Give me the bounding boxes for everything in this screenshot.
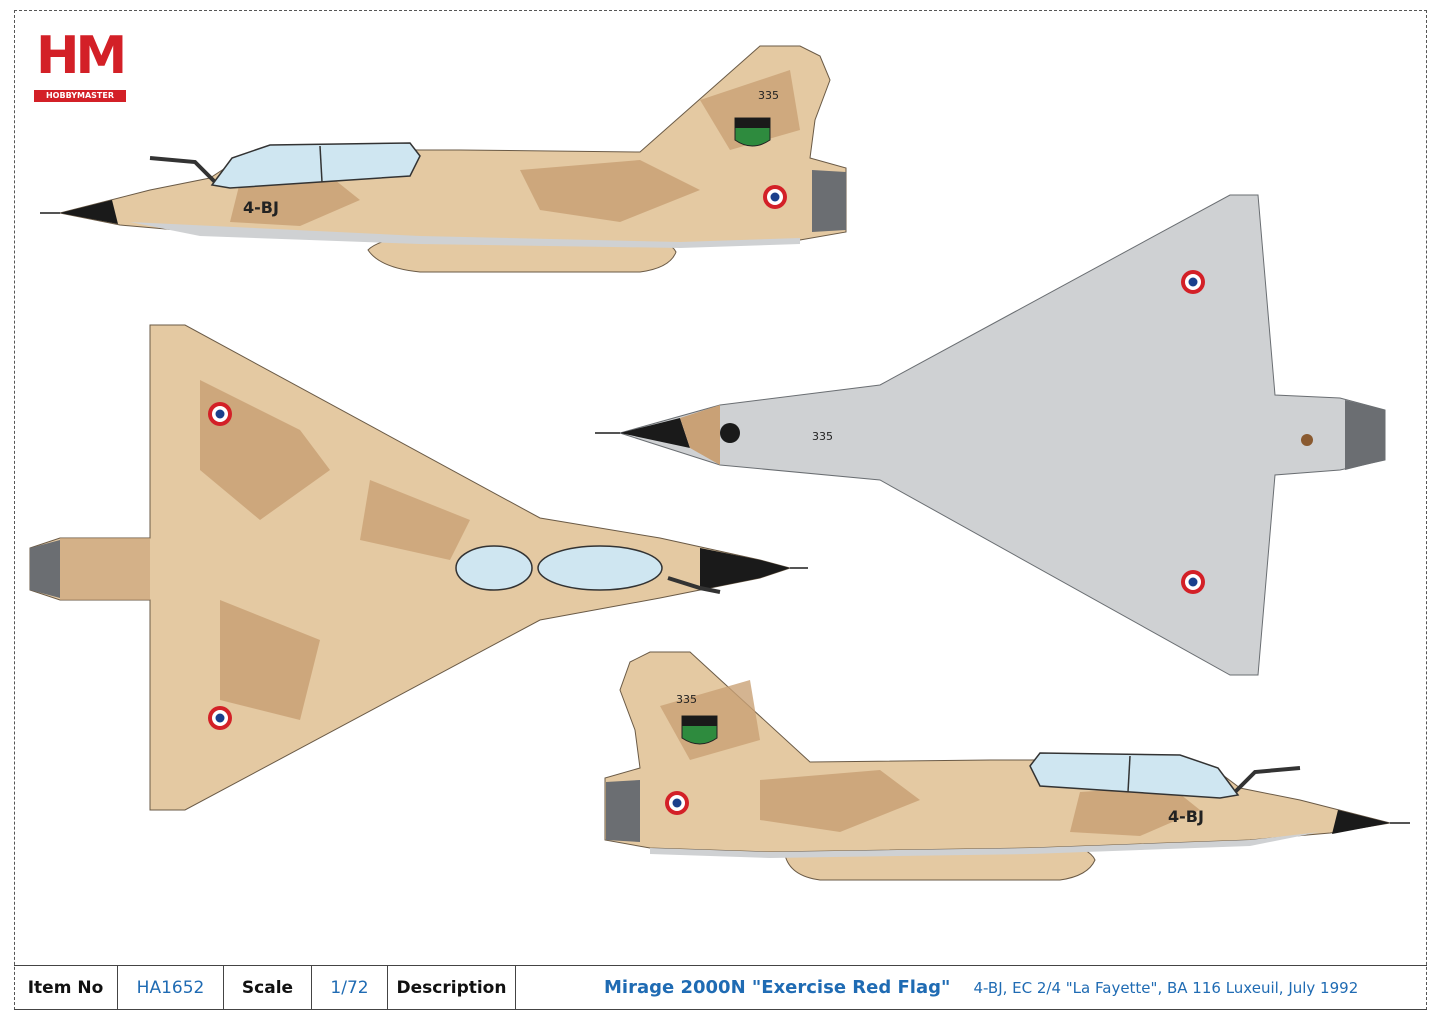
- scale-value: 1/72: [312, 966, 388, 1010]
- scale-label: Scale: [224, 966, 312, 1010]
- underside-view: [595, 194, 1386, 676]
- logo-name: HOBBYMASTER: [34, 90, 126, 102]
- description-title: Mirage 2000N "Exercise Red Flag": [604, 977, 951, 998]
- underside-number: 335: [812, 430, 833, 443]
- right-profile-tail-number: 335: [676, 693, 697, 706]
- item-no-value: HA1652: [118, 966, 224, 1010]
- left-profile-code: 4-BJ: [243, 198, 279, 217]
- logo-letters: HM: [36, 26, 127, 86]
- hobbymaster-logo: HM HOBBYMASTER: [30, 24, 130, 104]
- description-subtitle: 4-BJ, EC 2/4 "La Fayette", BA 116 Luxeui…: [973, 979, 1359, 997]
- info-strip: Item No HA1652 Scale 1/72 Description Mi…: [14, 965, 1427, 1010]
- top-view: [29, 324, 808, 811]
- description: Mirage 2000N "Exercise Red Flag" 4-BJ, E…: [516, 966, 1427, 1010]
- item-no-label: Item No: [14, 966, 118, 1010]
- right-side-profile: [604, 651, 1410, 881]
- description-label: Description: [388, 966, 516, 1010]
- left-profile-tail-number: 335: [758, 89, 779, 102]
- right-profile-code: 4-BJ: [1168, 807, 1204, 826]
- left-side-profile: [40, 45, 847, 273]
- aircraft-profiles: 4-BJ 335 335: [29, 45, 1410, 881]
